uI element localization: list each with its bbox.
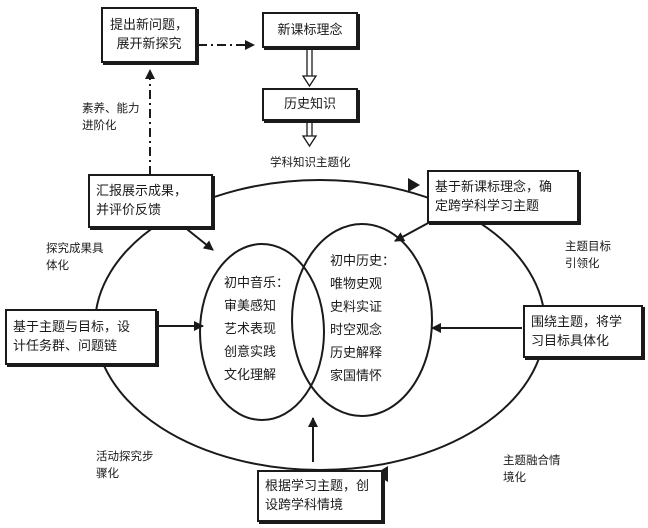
curriculum-concept-box: 新课标理念	[262, 12, 358, 48]
history-knowledge-box: 历史知识	[262, 88, 358, 121]
history-competencies: 初中历史： 唯物史观 史料实证 时空观念 历史解释 家国情怀	[330, 254, 396, 384]
music-competencies: 初中音乐： 审美感知 艺术表现 创意实践 文化理解	[224, 276, 290, 383]
goal-concrete-box: 围绕主题，将学 习目标具体化	[523, 305, 643, 358]
cross-subject-theme-box: 基于新课标理念，确 定跨学科学习主题	[427, 170, 579, 223]
history-circle	[291, 223, 433, 417]
label-knowledge-theme: 学科知识主题化	[270, 155, 351, 169]
task-design-box: 基于主题与目标，设 计任务群、问题链	[5, 309, 157, 365]
label-theme-situation: 主题融合情 境化	[503, 453, 561, 484]
label-literacy: 素养、能力 进阶化	[82, 101, 140, 132]
arrow-theme-to-history	[394, 221, 431, 242]
label-outcome-concrete: 探究成果具 体化	[46, 241, 104, 272]
double-arrow-2	[301, 118, 318, 148]
report-box: 汇报展示成果， 并评价反馈	[88, 174, 213, 228]
arrow-report-to-music	[182, 225, 214, 251]
label-activity-steps: 活动探究步 骤化	[96, 449, 154, 480]
new-problem-box: 提出新问题， 展开新探究	[101, 7, 197, 63]
situation-box: 根据学习主题，创 设跨学科情境	[257, 470, 383, 522]
music-circle	[199, 243, 325, 421]
cycle-arrow-top	[408, 178, 420, 192]
label-theme-goal: 主题目标 引领化	[565, 239, 611, 270]
